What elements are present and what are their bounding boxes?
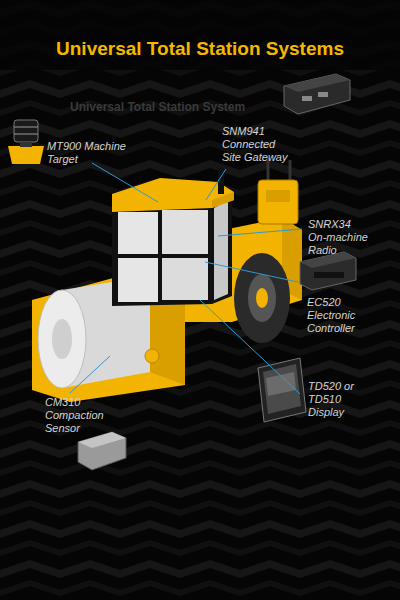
label-word: On-machine bbox=[308, 231, 368, 243]
component-label: CM310 Compaction Sensor bbox=[45, 396, 117, 435]
label-word: or bbox=[344, 380, 354, 392]
label-word: Station bbox=[159, 100, 200, 114]
diagram-title: Universal Total Station Systems bbox=[0, 38, 400, 60]
ec520-controller-icon bbox=[300, 252, 356, 290]
component-label: TD520 or TD510 Display bbox=[308, 380, 360, 419]
label-word: Target bbox=[47, 153, 78, 165]
label-word: Gateway bbox=[244, 151, 287, 163]
label-word: Systems bbox=[266, 38, 344, 59]
label-word: Universal bbox=[56, 38, 142, 59]
ghost-text: Universal Total Station System bbox=[70, 100, 245, 114]
label-word: System bbox=[203, 100, 246, 114]
label-word: Site bbox=[222, 151, 241, 163]
label-word: MT900 bbox=[47, 140, 81, 152]
label-word: Machine bbox=[84, 140, 126, 152]
snrx34-radio-icon bbox=[258, 158, 298, 224]
component-label: SNM941 Connected Site Gateway bbox=[222, 125, 296, 164]
label-word: Display bbox=[308, 406, 344, 418]
component-label: SNRX34 On-machine Radio bbox=[308, 218, 370, 257]
cab bbox=[112, 168, 234, 306]
label-word: EC520 bbox=[307, 296, 341, 308]
snm941-gateway-icon bbox=[284, 74, 350, 114]
label-word: Electronic bbox=[307, 309, 355, 321]
label-word: SNRX34 bbox=[308, 218, 351, 230]
label-word: Compaction bbox=[45, 409, 104, 421]
leader-lines bbox=[70, 163, 302, 394]
td520-display-icon bbox=[258, 358, 306, 422]
label-word: Total bbox=[147, 38, 191, 59]
mt900-target-icon bbox=[8, 120, 44, 164]
label-word: TD510 bbox=[308, 393, 341, 405]
label-word: Universal bbox=[70, 100, 124, 114]
label-word: CM310 bbox=[45, 396, 80, 408]
label-word: Connected bbox=[222, 138, 275, 150]
rear-wheel bbox=[234, 253, 290, 343]
label-word: TD520 bbox=[308, 380, 341, 392]
cm310-sensor-icon bbox=[78, 432, 126, 470]
component-label: MT900 Machine Target bbox=[47, 140, 139, 166]
label-word: Radio bbox=[308, 244, 337, 256]
component-label: EC520 Electronic Controller bbox=[307, 296, 369, 335]
label-word: Sensor bbox=[45, 422, 80, 434]
cab-roof bbox=[112, 178, 234, 212]
label-word: Total bbox=[127, 100, 155, 114]
label-word: Controller bbox=[307, 322, 355, 334]
label-word: SNM941 bbox=[222, 125, 265, 137]
label-word: Station bbox=[196, 38, 260, 59]
